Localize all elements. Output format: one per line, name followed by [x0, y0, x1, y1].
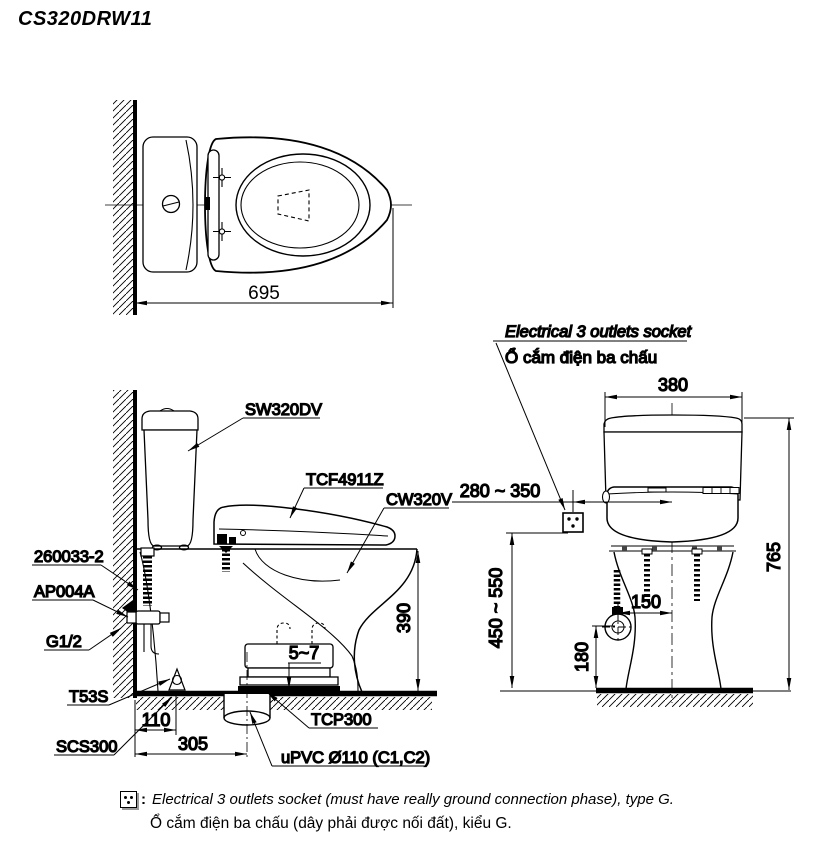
seat-lid-plan: [204, 136, 392, 274]
front-view: Electrical 3 outlets socket Ổ cắm điện b…: [452, 322, 794, 707]
seat-bolt-marks: [213, 168, 231, 241]
dim-socket-offset-value: 280 ~ 350: [460, 481, 541, 501]
label-supply-hose: 260033-2: [34, 548, 104, 566]
label-drain-socket: TCP300: [311, 711, 372, 729]
part-label-leaders: [32, 417, 449, 767]
dim-overall-height-value: 765: [764, 542, 784, 572]
socket-callout-leader: [495, 342, 566, 511]
dim-rim-height-value: 390: [394, 603, 414, 633]
trap-and-drain: [223, 622, 340, 757]
stop-valve-side: [135, 610, 161, 625]
footnote: : Electrical 3 outlets socket (must have…: [120, 789, 720, 835]
label-floor-bolt: T53S: [69, 688, 108, 706]
model-code-title: CS320DRW11: [18, 8, 153, 30]
footnote-separator: :: [141, 791, 146, 808]
label-drain-pipe: uPVC Ø110 (C1,C2): [281, 749, 430, 767]
side-view-dimensions: [134, 551, 421, 757]
dim-bolt-offset-value: 110: [142, 710, 171, 730]
bowl-side: [137, 548, 418, 693]
footnote-en: Electrical 3 outlets socket (must have r…: [152, 791, 674, 808]
label-washlet: TCF4911Z: [306, 471, 384, 489]
label-bowl: CW320V: [386, 491, 452, 509]
label-stop-valve: AP004A: [34, 583, 95, 601]
supply-assembly: [122, 547, 170, 655]
socket-callout-vi: Ổ cắm điện ba chấu: [505, 348, 657, 367]
floor-hatch-side: [136, 697, 432, 710]
side-view: 390 5~7 110 305 SW320DV TCF4911Z CW320V …: [32, 390, 453, 768]
floor-bolt-side: [168, 667, 186, 691]
wall-hatch-side-view: [113, 390, 134, 698]
dim-socket-height-value: 450 ~ 550: [486, 568, 506, 649]
label-cistern: SW320DV: [245, 401, 322, 419]
top-view: 695: [105, 100, 412, 315]
electrical-socket-symbol: [562, 512, 584, 533]
socket-callout-en: Electrical 3 outlets socket: [505, 323, 693, 341]
dim-drain-offset-value: 305: [178, 734, 208, 754]
pedestal-front: [613, 548, 734, 690]
floor-hatch-front: [597, 694, 753, 707]
dim-floor-gap-value: 5~7: [289, 643, 320, 663]
water-spot-dashed: [277, 189, 310, 222]
dim-cistern-width-value: 380: [658, 375, 688, 395]
label-floor-flange: SCS300: [56, 738, 117, 756]
washlet-side: [213, 504, 396, 572]
label-water-inlet: G1/2: [46, 633, 82, 651]
wall-hatch-top-view: [113, 100, 134, 315]
dim-overall-depth-value: 695: [248, 283, 280, 304]
dim-inlet-height-value: 180: [572, 642, 592, 672]
cistern-side: [141, 407, 199, 551]
front-view-dimensions: [452, 392, 794, 690]
socket-legend-icon: [120, 791, 137, 808]
washlet-front: [601, 486, 740, 552]
footnote-vi: Ổ cắm điện ba chấu (dây phải được nối đấ…: [150, 814, 512, 832]
cistern-front: [603, 414, 743, 501]
dim-overall-depth: [135, 208, 394, 308]
dim-inlet-offset-value: 150: [631, 592, 661, 612]
